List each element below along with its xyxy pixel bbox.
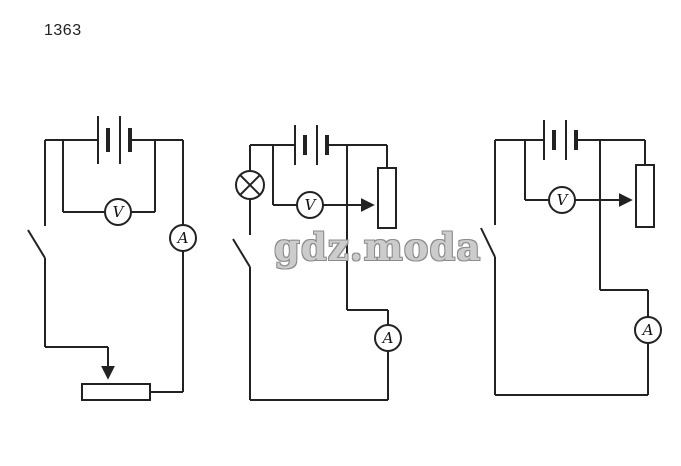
battery-symbol <box>543 120 578 160</box>
ammeter-symbol: A <box>169 224 197 252</box>
ammeter-circle <box>169 224 197 252</box>
battery-short-plates <box>106 128 132 152</box>
ammeter-label: A <box>641 321 654 339</box>
voltmeter-circle <box>104 198 132 226</box>
lamp-cross-icon <box>239 174 261 196</box>
ammeter-circle <box>374 324 402 352</box>
rheostat-symbol <box>377 167 397 229</box>
wires <box>249 144 389 401</box>
voltmeter-symbol: V <box>296 191 324 219</box>
ammeter-symbol: A <box>634 316 662 344</box>
switch-symbol <box>232 238 251 268</box>
ammeter-circle <box>634 316 662 344</box>
battery-short-plates <box>303 135 329 155</box>
voltmeter-label: V <box>557 191 570 209</box>
lamp-symbol <box>235 170 265 200</box>
circuit-diagram-3: V A <box>480 120 662 396</box>
switch-lever <box>27 229 46 259</box>
rheostat-body <box>81 383 151 401</box>
voltmeter-circle <box>548 186 576 214</box>
watermark: gdz.moda <box>274 225 482 269</box>
battery-long-plates <box>294 125 318 165</box>
wires <box>44 139 184 393</box>
ammeter-symbol: A <box>374 324 402 352</box>
battery-long-plates <box>97 116 121 164</box>
voltmeter-label: V <box>113 203 126 221</box>
ammeter-label: A <box>176 229 189 247</box>
rheostat-symbol <box>81 383 151 401</box>
switch-lever <box>232 238 251 268</box>
wires <box>494 139 649 396</box>
problem-number: 1363 <box>44 22 82 39</box>
switch-symbol <box>480 227 496 258</box>
voltmeter-circle <box>296 191 324 219</box>
rheostat-body <box>635 164 655 228</box>
voltmeter-label: V <box>305 196 318 214</box>
wire <box>494 139 649 396</box>
switch-symbol <box>27 229 46 259</box>
circuit-diagram-2: V A <box>232 125 402 401</box>
rheostat-body <box>377 167 397 229</box>
battery-long-plates <box>543 120 567 160</box>
battery-symbol <box>294 125 329 165</box>
rheostat-symbol <box>635 164 655 228</box>
switch-lever <box>480 227 496 258</box>
wire <box>249 144 389 401</box>
voltmeter-symbol: V <box>104 198 132 226</box>
ammeter-label: A <box>381 329 394 347</box>
wire <box>44 139 184 393</box>
battery-short-plates <box>552 130 578 150</box>
circuit-diagram-1: V A <box>27 116 197 401</box>
voltmeter-symbol: V <box>548 186 576 214</box>
battery-symbol <box>97 116 132 164</box>
